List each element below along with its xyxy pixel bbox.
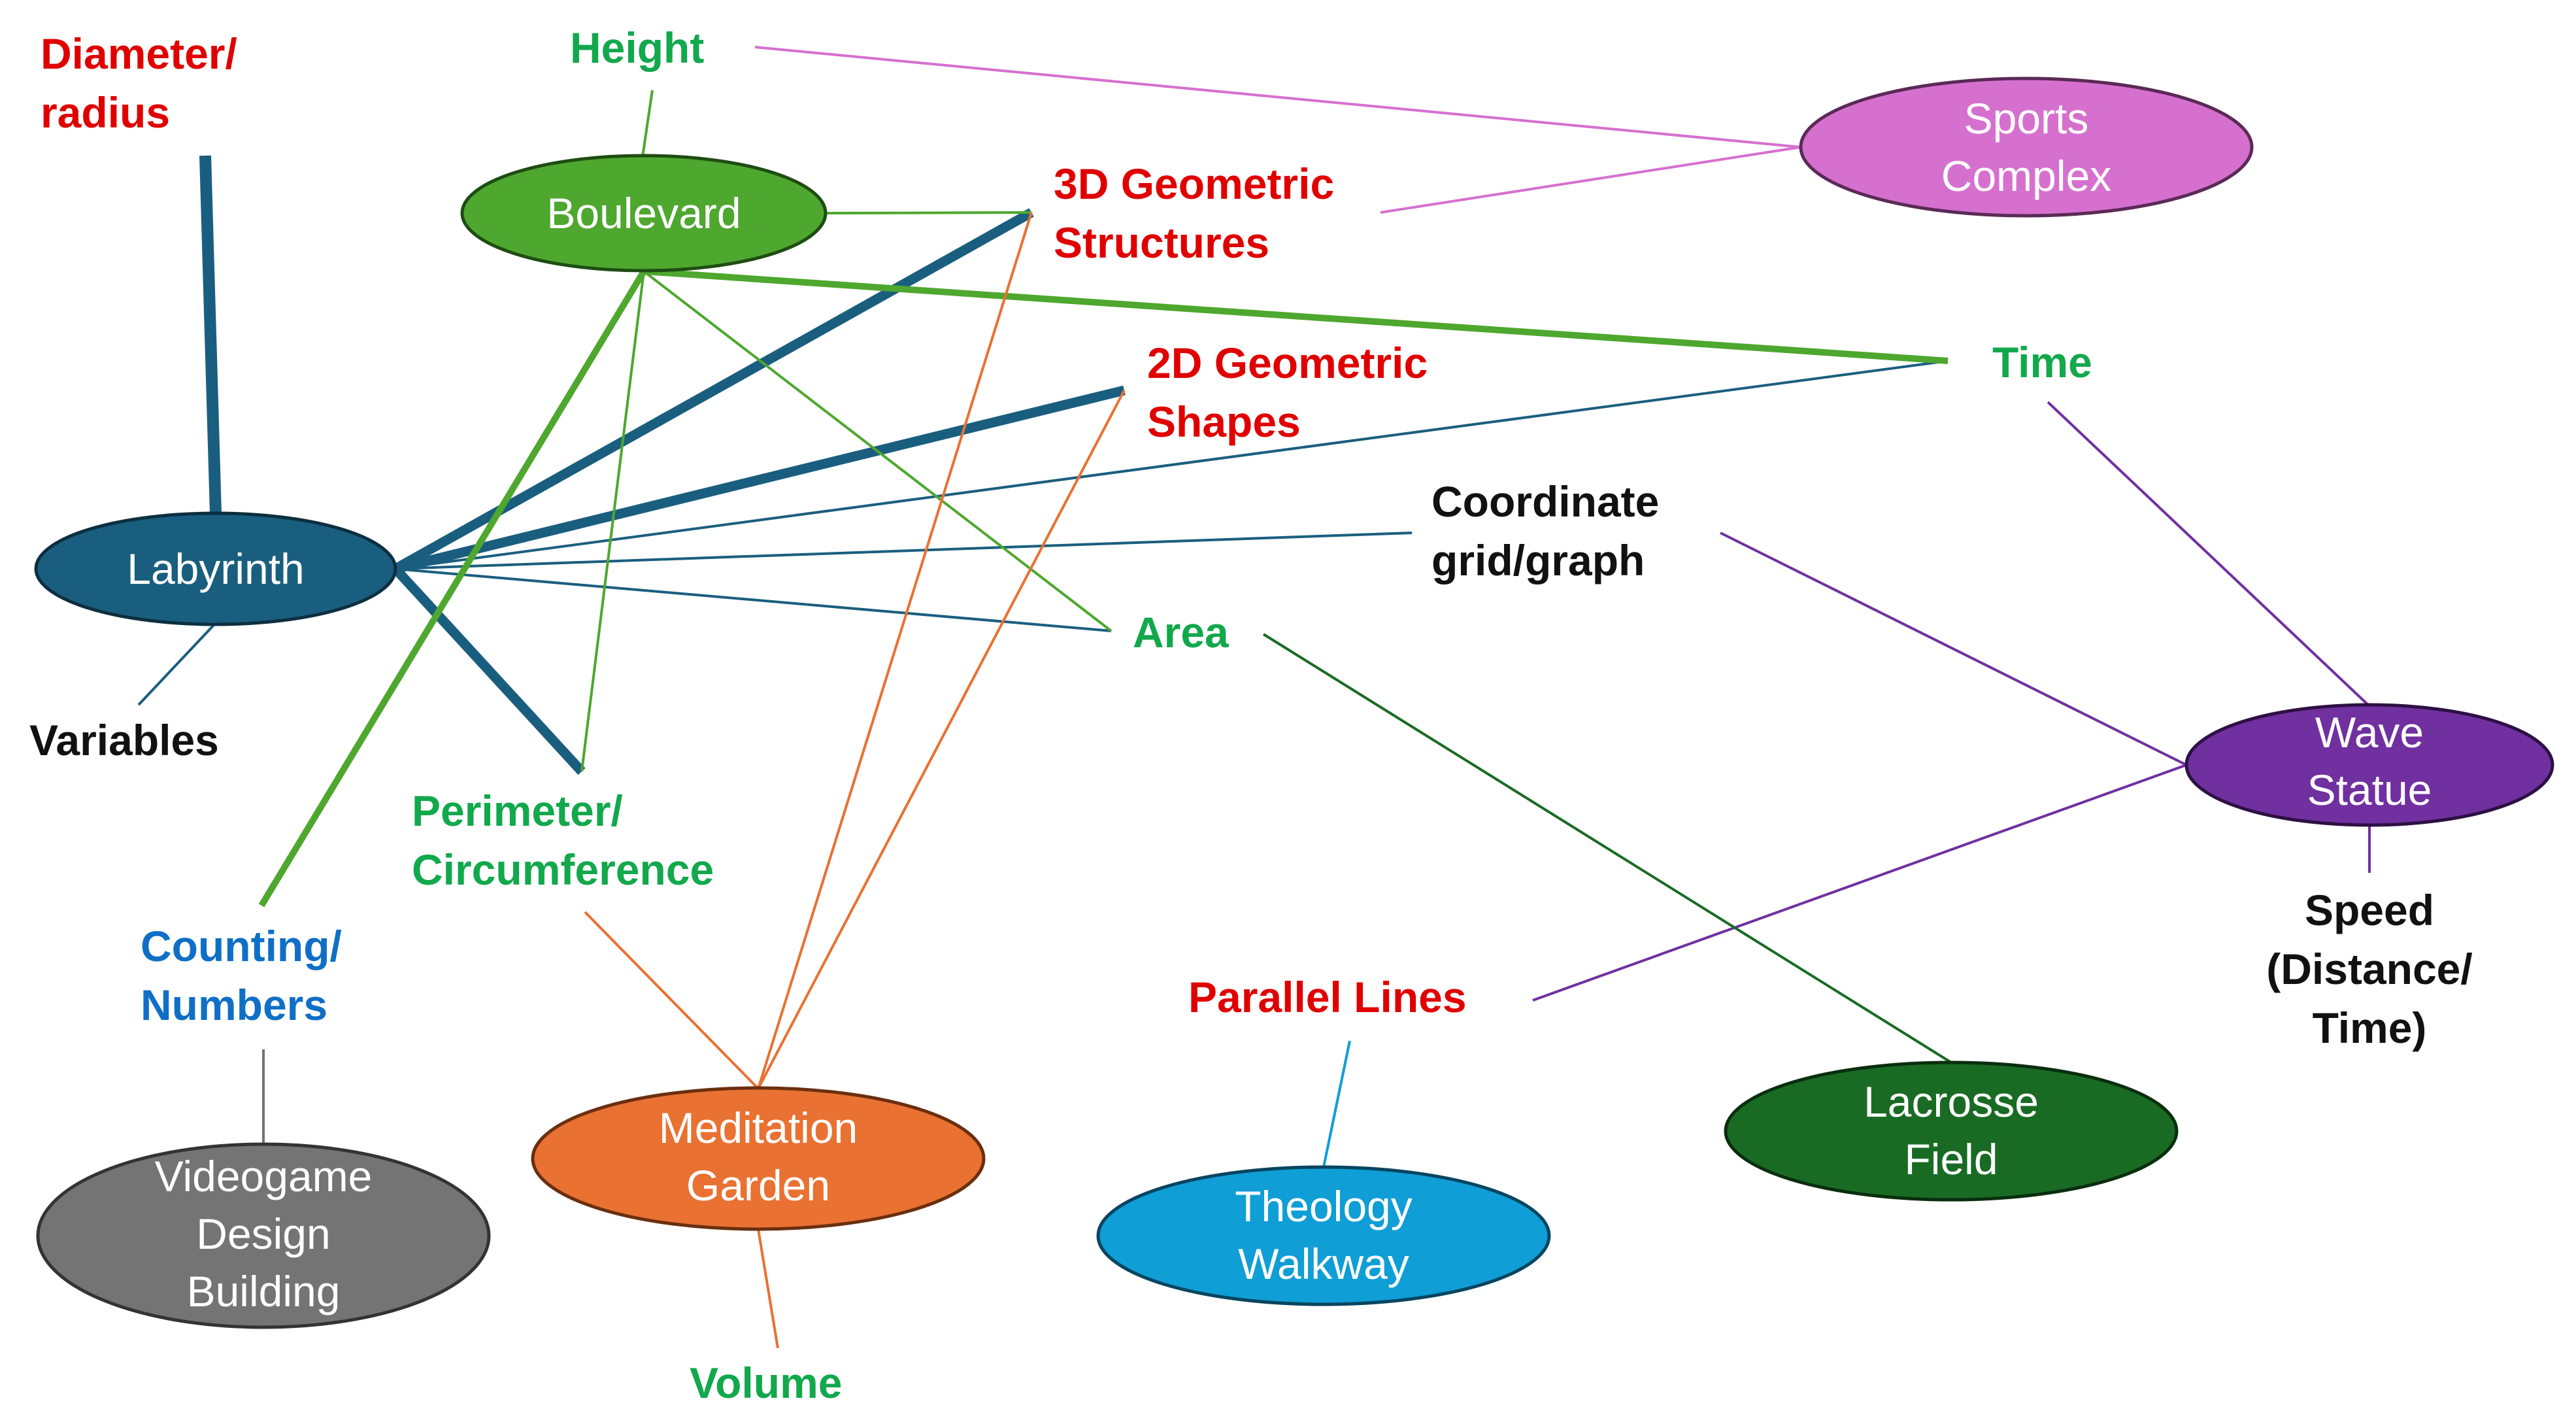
node-theology-walkway-label-line1: Theology: [1235, 1182, 1413, 1230]
connectors: [137, 46, 2371, 1349]
node-videogame-building-label-line1: Videogame: [155, 1152, 373, 1200]
node-lacrosse-field-label-line1: Lacrosse: [1864, 1077, 2039, 1126]
concept-parallel-lines: Parallel Lines: [1188, 973, 1467, 1021]
node-theology-walkway: Theology Walkway: [1096, 1165, 1551, 1306]
connector-meditation-3d: [757, 212, 1033, 1089]
node-theology-walkway-shape: [1096, 1165, 1551, 1306]
node-sports-complex-shape: [1799, 76, 2254, 218]
connector-meditation-2d: [757, 390, 1126, 1089]
concept-speed-line2: (Distance/: [2266, 945, 2472, 993]
node-wave-statue: Wave Statue: [2184, 703, 2554, 827]
node-wave-statue-label-line1: Wave: [2315, 708, 2424, 756]
node-boulevard-shape: [460, 154, 828, 273]
node-meditation-garden: Meditation Garden: [531, 1086, 986, 1231]
node-labyrinth-shape: [34, 511, 397, 626]
connector-sports-height: [754, 46, 1801, 148]
node-sports-complex-label-line2: Complex: [1941, 152, 2111, 200]
connector-labyrinth-time: [395, 360, 1949, 570]
connector-boulevard-perimeter: [580, 271, 645, 772]
node-wave-statue-label-line2: Statue: [2307, 766, 2432, 814]
connector-labyrinth-2d: [394, 385, 1126, 574]
connector-wave-parallel: [1532, 764, 2187, 1002]
connector-labyrinth-variables: [137, 623, 216, 706]
connector-boulevard-time: [643, 268, 1949, 364]
connector-labyrinth-perimeter: [392, 565, 586, 775]
node-lacrosse-field-label-line2: Field: [1904, 1135, 1998, 1183]
node-labyrinth: Labyrinth: [34, 511, 397, 626]
node-boulevard: Boulevard: [460, 154, 828, 273]
concept-3d-geometric-line1: 3D Geometric: [1054, 160, 1334, 208]
connector-meditation-perimeter: [584, 911, 760, 1090]
node-meditation-garden-label-line2: Garden: [686, 1161, 830, 1210]
concept-coordinate-line2: grid/graph: [1431, 536, 1645, 585]
node-theology-walkway-label-line2: Walkway: [1238, 1240, 1409, 1288]
node-videogame-building: Videogame Design Building: [36, 1142, 491, 1329]
concept-coordinate-line1: Coordinate: [1431, 477, 1659, 526]
connector-lacrosse-area: [1262, 633, 1952, 1064]
concept-perimeter-line1: Perimeter/: [412, 787, 623, 835]
connector-labyrinth-area: [395, 568, 1112, 632]
connector-sports-3d: [1380, 146, 1801, 214]
node-lacrosse-field-shape: [1724, 1060, 2179, 1202]
node-sports-complex: Sports Complex: [1799, 76, 2254, 218]
node-boulevard-label: Boulevard: [546, 189, 741, 237]
concept-height: Height: [570, 24, 704, 72]
connector-boulevard-area: [643, 270, 1112, 632]
connector-boulevard-height: [641, 90, 654, 158]
node-videogame-building-label-line2: Design: [196, 1210, 330, 1258]
concept-speed-line3: Time): [2313, 1004, 2427, 1052]
concept-variables: Variables: [29, 716, 219, 764]
concept-time: Time: [1992, 338, 2092, 386]
connector-labyrinth-coordinate: [395, 532, 1413, 570]
connector-boulevard-counting: [258, 269, 647, 907]
concept-area: Area: [1133, 608, 1229, 656]
concept-perimeter-line2: Circumference: [412, 845, 714, 894]
node-videogame-building-shape: [36, 1142, 491, 1329]
connector-meditation-volume: [757, 1229, 779, 1349]
connector-theology-parallel: [1322, 1040, 1351, 1168]
concept-diameter-radius-line1: Diameter/: [41, 29, 237, 78]
concept-counting-line1: Counting/: [141, 922, 342, 970]
node-meditation-garden-label-line1: Meditation: [659, 1104, 858, 1152]
concept-diameter-radius-line2: radius: [41, 88, 170, 137]
connector-wave-time: [2047, 401, 2371, 707]
concept-speed-line1: Speed: [2305, 886, 2434, 934]
node-labyrinth-label: Labyrinth: [127, 545, 305, 593]
concept-counting-line2: Numbers: [141, 981, 327, 1029]
connector-labyrinth-diameter: [199, 155, 222, 514]
node-wave-statue-shape: [2184, 703, 2554, 827]
node-lacrosse-field: Lacrosse Field: [1724, 1060, 2179, 1202]
concept-2d-geometric-line2: Shapes: [1147, 398, 1301, 446]
node-sports-complex-label-line1: Sports: [1964, 94, 2089, 143]
connector-wave-coordinate: [1720, 532, 2187, 766]
connector-boulevard-3d: [825, 211, 1032, 214]
node-videogame-building-label-line3: Building: [187, 1267, 341, 1315]
node-meditation-garden-shape: [531, 1086, 986, 1231]
concept-2d-geometric-line1: 2D Geometric: [1147, 339, 1428, 387]
concept-volume: Volume: [690, 1359, 842, 1407]
concept-3d-geometric-line2: Structures: [1054, 218, 1269, 267]
